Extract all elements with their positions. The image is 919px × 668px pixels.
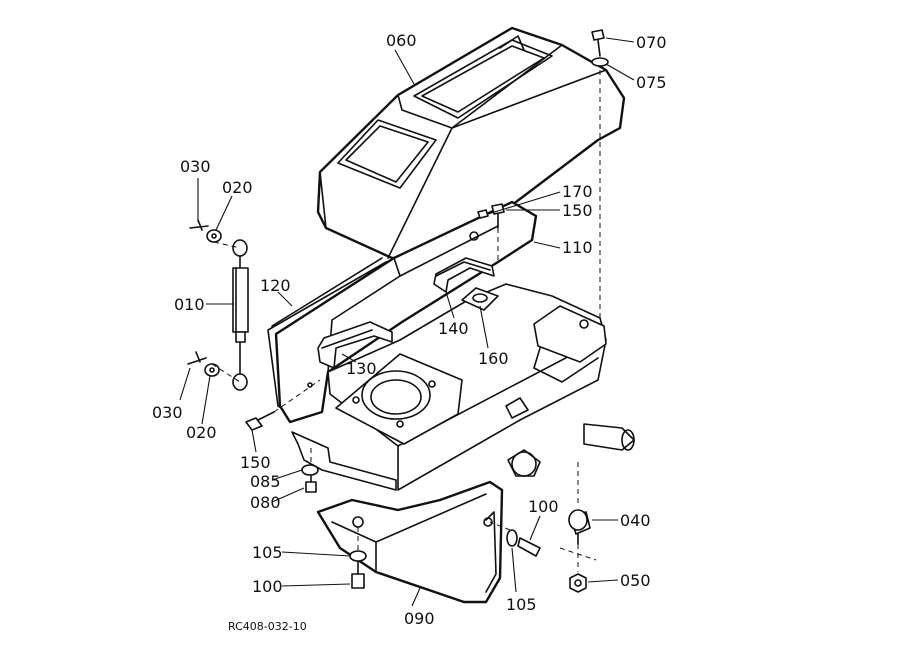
latch-plate-160 bbox=[461, 287, 499, 311]
callout-080: 080 bbox=[250, 493, 281, 512]
callout-labels: 060 070 075 030 020 170 150 110 010 120 … bbox=[152, 31, 667, 633]
callout-105-right: 105 bbox=[506, 595, 537, 614]
callout-140: 140 bbox=[438, 319, 469, 338]
callout-090: 090 bbox=[404, 609, 435, 628]
handle-140 bbox=[433, 257, 495, 293]
lower-cover-090 bbox=[316, 480, 504, 604]
callout-150-lower: 150 bbox=[240, 453, 271, 472]
callout-030-upper: 030 bbox=[180, 157, 211, 176]
callout-020-lower: 020 bbox=[186, 423, 217, 442]
callout-120: 120 bbox=[260, 276, 291, 295]
callout-130: 130 bbox=[346, 359, 377, 378]
callout-085: 085 bbox=[250, 472, 281, 491]
callout-050: 050 bbox=[620, 571, 651, 590]
hardware bbox=[187, 29, 609, 593]
drawing-reference-code: RC408-032-10 bbox=[228, 620, 307, 633]
callout-010: 010 bbox=[174, 295, 205, 314]
callout-100-left: 100 bbox=[252, 577, 283, 596]
callout-040: 040 bbox=[620, 511, 651, 530]
callout-170: 170 bbox=[562, 182, 593, 201]
callout-110: 110 bbox=[562, 238, 593, 257]
gas-spring-010 bbox=[232, 239, 249, 391]
callout-105-left: 105 bbox=[252, 543, 283, 562]
callout-100-right: 100 bbox=[528, 497, 559, 516]
callout-150-upper: 150 bbox=[562, 201, 593, 220]
upper-cover-060 bbox=[316, 26, 626, 260]
assembly-lines bbox=[211, 70, 601, 572]
callout-030-lower: 030 bbox=[152, 403, 183, 422]
leader-lines bbox=[179, 37, 635, 607]
callout-020-upper: 020 bbox=[222, 178, 253, 197]
handle-130 bbox=[317, 321, 393, 369]
callout-075: 075 bbox=[636, 73, 667, 92]
callout-160: 160 bbox=[478, 349, 509, 368]
callout-060: 060 bbox=[386, 31, 417, 50]
callout-070: 070 bbox=[636, 33, 667, 52]
frame-body bbox=[291, 283, 635, 491]
